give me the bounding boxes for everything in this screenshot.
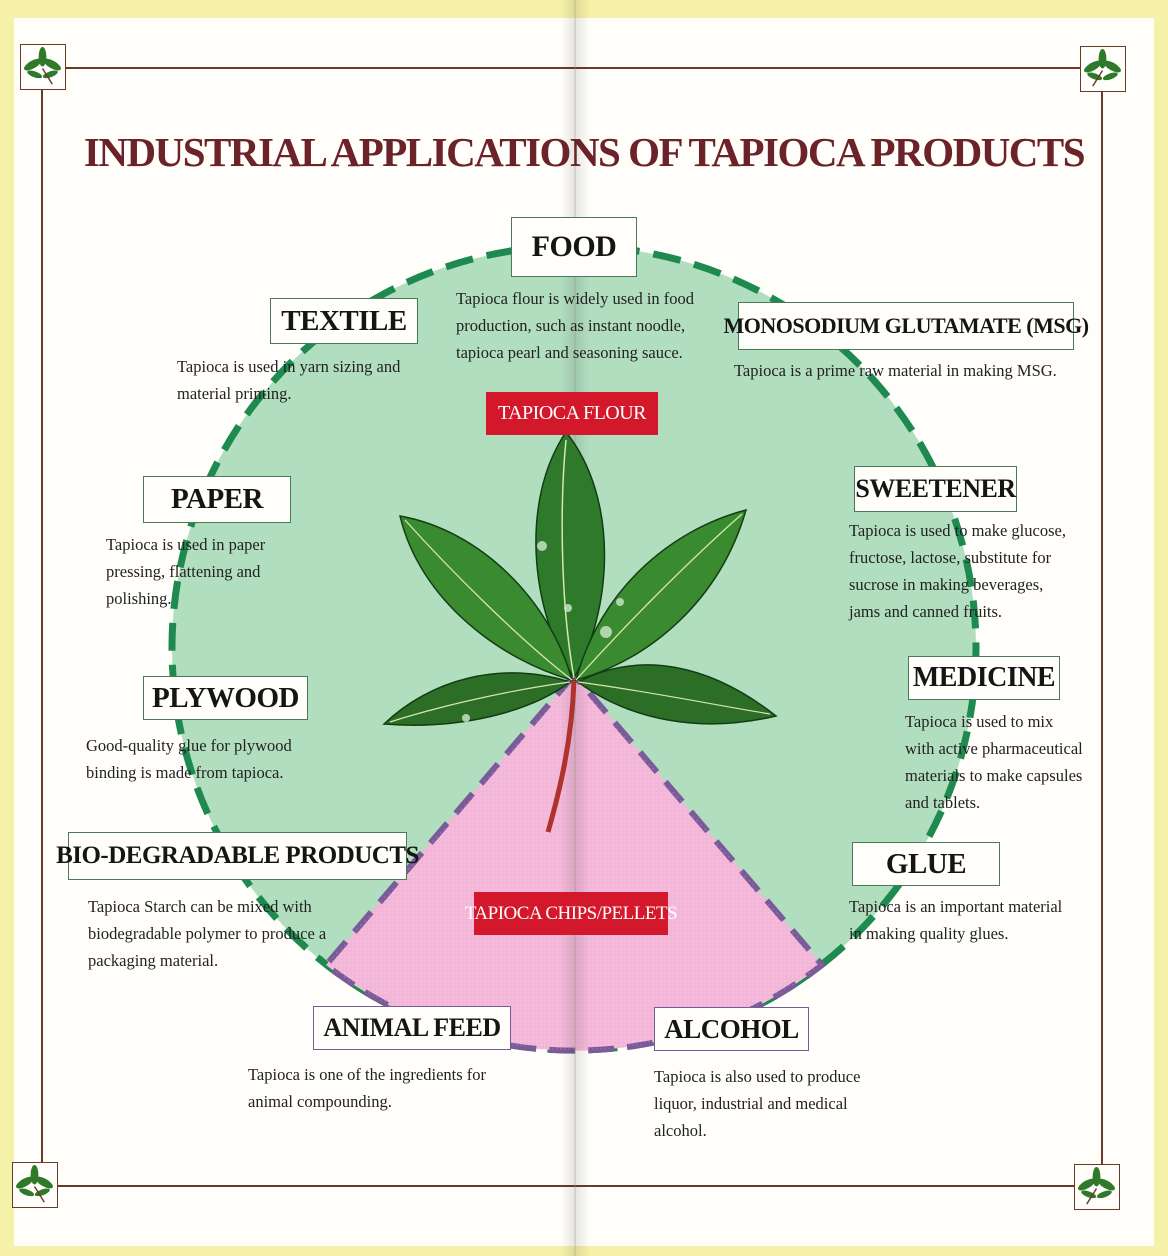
alcohol-text-line: liquor, industrial and medical <box>654 1094 848 1113</box>
msg-text-line: Tapioca is a prime raw material in makin… <box>734 361 1057 380</box>
animal-feed-text-line: animal compounding. <box>248 1092 392 1111</box>
leaf-ornament-icon <box>24 46 61 85</box>
plywood-label: PLYWOOD <box>143 676 308 720</box>
glue-text-line: in making quality glues. <box>849 924 1009 943</box>
biodegradable-label: BIO-DEGRADABLE PRODUCTS <box>56 832 419 880</box>
medicine-description: Tapioca is used to mix with active pharm… <box>905 708 1083 816</box>
food-text-line: tapioca pearl and seasoning sauce. <box>456 343 683 362</box>
tapioca-chips-tag: TAPIOCA CHIPS/PELLETS <box>465 892 678 935</box>
paper-text-line: Tapioca is used in paper <box>106 535 266 554</box>
corner-ornament-bottom-left <box>12 1162 58 1208</box>
textile-description: Tapioca is used in yarn sizing and mater… <box>177 353 400 407</box>
paper-description: Tapioca is used in paper pressing, flatt… <box>106 531 265 612</box>
sweetener-text-line: Tapioca is used to make glucose, <box>849 521 1066 540</box>
glue-label: GLUE <box>852 842 1000 886</box>
animal-feed-label: ANIMAL FEED <box>313 1006 511 1050</box>
medicine-text-line: with active pharmaceutical <box>905 739 1083 758</box>
alcohol-text-line: alcohol. <box>654 1121 707 1140</box>
corner-ornament-top-left <box>20 44 66 90</box>
msg-description: Tapioca is a prime raw material in makin… <box>734 357 1057 384</box>
animal-feed-description: Tapioca is one of the ingredients for an… <box>248 1061 486 1115</box>
leaf-ornament-icon <box>1084 48 1121 87</box>
paper-label: PAPER <box>143 476 291 523</box>
textile-label: TEXTILE <box>270 298 418 344</box>
sweetener-description: Tapioca is used to make glucose, fructos… <box>849 517 1066 625</box>
food-label: FOOD <box>511 217 637 277</box>
leaf-ornament-icon <box>16 1164 53 1203</box>
medicine-text-line: materials to make capsules <box>905 766 1083 785</box>
tapioca-flour-tag: TAPIOCA FLOUR <box>486 392 658 435</box>
plywood-description: Good-quality glue for plywood binding is… <box>86 732 292 786</box>
paper-text-line: pressing, flattening and <box>106 562 261 581</box>
biodegradable-description: Tapioca Starch can be mixed with biodegr… <box>88 893 326 974</box>
msg-label: MONOSODIUM GLUTAMATE (MSG) <box>723 302 1089 350</box>
food-text-line: Tapioca flour is widely used in food <box>456 289 695 308</box>
biodegradable-text-line: biodegradable polymer to produce a <box>88 924 327 943</box>
food-description: Tapioca flour is widely used in food pro… <box>456 285 694 366</box>
alcohol-text-line: Tapioca is also used to produce <box>654 1067 861 1086</box>
page-title: INDUSTRIAL APPLICATIONS OF TAPIOCA PRODU… <box>83 129 1086 175</box>
sweetener-label: SWEETENER <box>854 466 1017 512</box>
sweetener-text-line: sucrose in making beverages, <box>849 575 1044 594</box>
food-text-line: production, such as instant noodle, <box>456 316 686 335</box>
alcohol-label: ALCOHOL <box>654 1007 809 1051</box>
tapioca-leaf-icon <box>382 430 778 833</box>
corner-ornament-bottom-right <box>1074 1164 1120 1210</box>
plywood-text-line: Good-quality glue for plywood <box>86 736 292 755</box>
sweetener-text-line: jams and canned fruits. <box>849 602 1003 621</box>
corner-ornament-top-right <box>1080 46 1126 92</box>
textile-text-line: material printing. <box>177 384 292 403</box>
medicine-text-line: and tablets. <box>905 793 981 812</box>
medicine-text-line: Tapioca is used to mix <box>905 712 1054 731</box>
glue-text-line: Tapioca is an important material <box>849 897 1063 916</box>
medicine-label: MEDICINE <box>908 656 1060 700</box>
plywood-text-line: binding is made from tapioca. <box>86 763 284 782</box>
textile-text-line: Tapioca is used in yarn sizing and <box>177 357 401 376</box>
animal-feed-text-line: Tapioca is one of the ingredients for <box>248 1065 487 1084</box>
biodegradable-text-line: Tapioca Starch can be mixed with <box>88 897 312 916</box>
leaf-ornament-icon <box>1078 1166 1115 1205</box>
alcohol-description: Tapioca is also used to produce liquor, … <box>654 1063 860 1144</box>
biodegradable-text-line: packaging material. <box>88 951 219 970</box>
paper-text-line: polishing. <box>106 589 172 608</box>
glue-description: Tapioca is an important material in maki… <box>849 893 1062 947</box>
sweetener-text-line: fructose, lactose, substitute for <box>849 548 1052 567</box>
